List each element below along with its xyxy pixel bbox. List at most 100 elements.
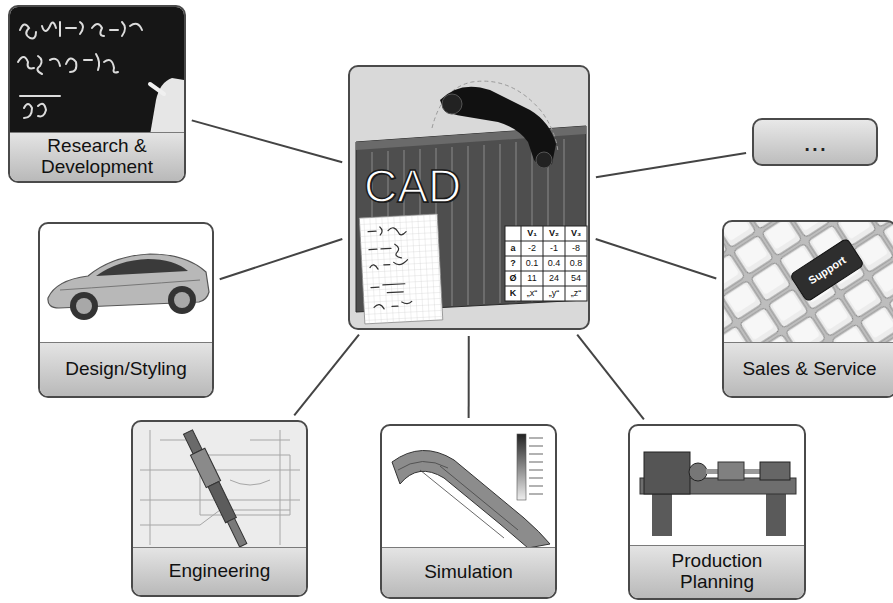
cad-container-picture-part-part-part [374,301,412,309]
blackboard-picture [10,7,184,135]
lathe-picture-part [689,463,707,481]
shaft-drawing-picture-part-part [208,481,236,522]
cad-container-picture-part [350,67,588,328]
caption-band: Simulation [382,547,555,597]
node-caption: Research & Development [22,136,172,177]
shaft-drawing-picture-part [140,430,300,545]
shaft-drawing-picture [133,422,306,550]
lathe-picture-part [630,426,804,548]
value-table-grid-part [505,226,587,301]
blackboard-picture-part [150,84,164,94]
table-cell: „x“ [521,286,543,301]
node-caption: Engineering [169,561,270,582]
car-picture-part [70,292,98,320]
connector-line [596,239,717,278]
lathe-picture-part [766,492,786,536]
connector-line [192,120,342,162]
cad-container-picture-part-part [368,226,412,310]
table-cell: 0.8 [565,256,587,271]
keyboard-picture-part-part [790,238,864,302]
value-table-grid [505,226,587,301]
simulation-picture-part [382,426,555,550]
blackboard-picture-part-part [92,22,142,36]
engineering-box: Engineering [131,420,308,597]
cad-container-picture-part-part-part [370,260,408,270]
caption-band: Production Planning [630,545,804,598]
table-cell: -2 [521,241,543,256]
blackboard-picture-part [10,7,184,135]
node-caption: ... [803,128,826,156]
keyboard-picture-part [790,238,864,302]
table-cell: „z“ [565,286,587,301]
caption-band: Design/Styling [40,342,212,396]
table-cell: 24 [543,271,565,286]
caption-band: Engineering [133,547,306,595]
table-cell: 0.1 [521,256,543,271]
caption-band: Research & Development [10,132,184,181]
blackboard-picture-part [18,22,142,118]
node-caption: Design/Styling [65,359,186,380]
connector-line [220,239,343,279]
shaft-drawing-picture-part-part [190,448,220,487]
blackboard-picture-part-part [20,96,60,118]
blackboard-picture-part [150,78,184,135]
table-cell: -8 [565,241,587,256]
table-cell: 54 [565,271,587,286]
shaft-drawing-picture-part-part [227,518,246,547]
car-picture-part [174,292,190,308]
car-picture-part [96,259,188,276]
keyboard-picture-part [724,222,893,345]
lathe-picture-part [718,462,744,480]
lathe-picture-part [652,492,672,536]
table-cell: 11 [521,271,543,286]
cad-container-picture-part [442,94,462,114]
cad-title: CAD [364,163,461,209]
table-cell: a [505,241,521,256]
car-picture-part [40,224,212,345]
table-cell: -1 [543,241,565,256]
simulation-picture-part [398,461,518,538]
sales-box: Sales & Service [722,220,893,398]
keyboard-picture-part [724,222,893,345]
shaft-drawing-picture-part [181,428,251,548]
table-cell: 0.4 [543,256,565,271]
cad-container-picture-part-part-part [371,284,405,294]
table-cell: V₁ [521,226,543,241]
cad-container-picture [350,67,588,328]
lathe-picture-part [760,462,790,480]
simulation-box: Simulation [380,424,557,599]
car-picture-part [168,286,196,314]
cad-container-picture-part [536,152,552,168]
production-box: Production Planning [628,424,806,600]
cad-container-picture-part [359,214,442,324]
blackboard-picture-part-part [66,54,118,73]
keyboard-picture [724,222,893,345]
lathe-picture [630,426,804,548]
table-cell: V₂ [543,226,565,241]
table-cell: ? [505,256,521,271]
shaft-drawing-picture-part-part [160,440,290,485]
more-box: ... [752,118,878,166]
table-cell: K [505,286,521,301]
connector-line [294,335,359,416]
lathe-picture-part [644,452,690,494]
caption-band: Sales & Service [724,342,893,396]
simulation-picture-part [529,438,543,494]
node-caption: Simulation [424,562,513,583]
cad-container-picture-part-part-part [368,226,406,237]
shaft-drawing-picture-part [133,422,306,550]
blackboard-picture-part-part [18,56,60,74]
cad-container-picture-part-part-part [369,244,402,260]
research-box: Research & Development [8,5,186,183]
table-cell: „y“ [543,286,565,301]
connector-line [468,336,470,418]
shaft-drawing-picture-part-part [140,430,300,545]
table-cell: V₃ [565,226,587,241]
simulation-picture [382,426,555,550]
cad-container-picture-part-part [359,214,442,324]
blackboard-picture-part-part [42,22,83,36]
car-picture [40,224,212,345]
connector-line [596,153,746,177]
